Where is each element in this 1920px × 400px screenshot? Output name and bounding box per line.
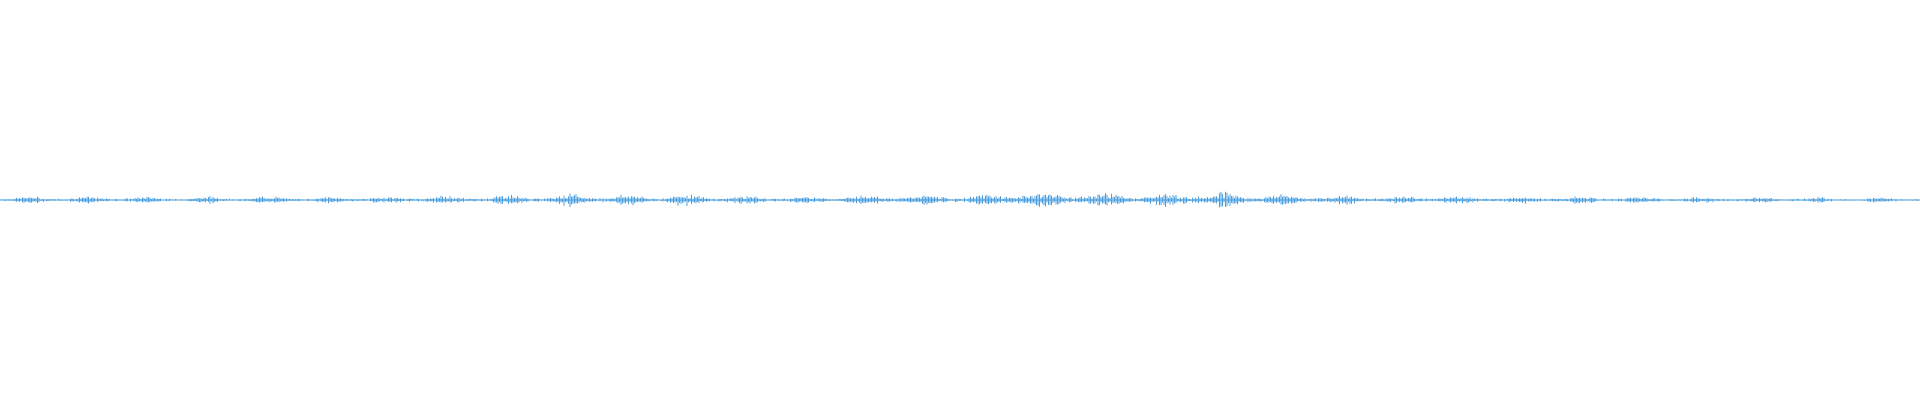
- waveform-path: [0, 191, 1919, 208]
- waveform-strokes: [0, 191, 1919, 208]
